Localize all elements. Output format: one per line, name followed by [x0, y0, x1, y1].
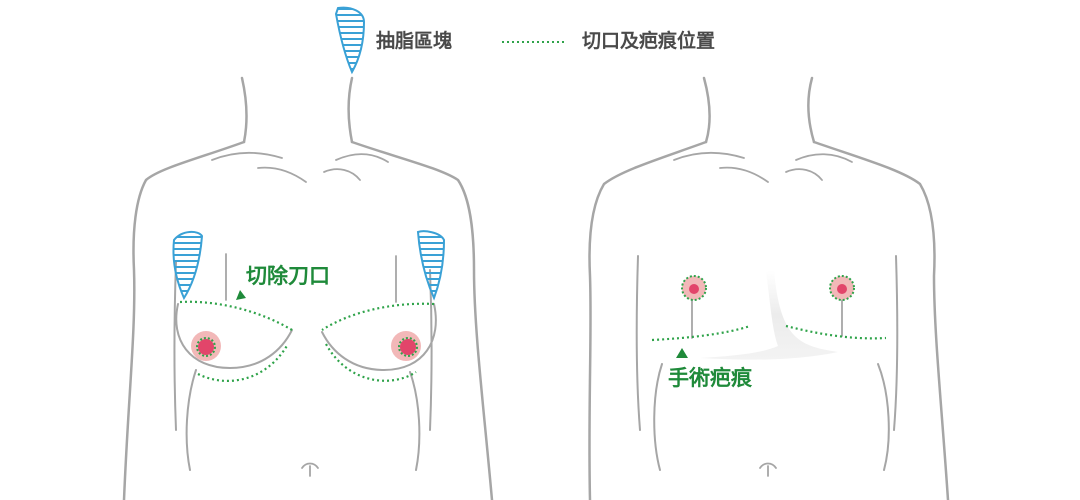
- legend: [334, 6, 566, 75]
- before-incision-label: 切除刀口: [246, 264, 330, 288]
- after-right-scar: [785, 324, 887, 340]
- before-left-liposuction-zone: [172, 230, 204, 301]
- before-incision-arrow-icon: [236, 290, 246, 300]
- after-neck-right: [807, 76, 816, 144]
- before-left-breast: [175, 303, 293, 369]
- before-right-clavicle: [335, 153, 389, 163]
- before-left-upper-incision: [179, 300, 293, 331]
- before-right-shoulder-arm: [350, 140, 494, 500]
- after-navel: [759, 462, 777, 477]
- before-right-lower-incision: [325, 343, 417, 382]
- after-right-areola-group: [829, 275, 855, 301]
- before-navel: [301, 462, 319, 477]
- after-figure: [588, 76, 950, 500]
- after-scar-arrow-icon: [676, 348, 688, 358]
- before-left-inner-arm: [173, 261, 177, 431]
- before-incisions: [179, 300, 435, 382]
- before-neck-right: [347, 76, 354, 144]
- before-right-torso: [409, 371, 421, 471]
- before-left-clavicle: [211, 152, 283, 161]
- before-left-shoulder-arm: [122, 140, 246, 500]
- after-right-nipple: [837, 284, 847, 294]
- before-right-clavicle-2: [323, 168, 361, 181]
- before-left-areola-group: [191, 331, 221, 361]
- after-left-inner-arm: [635, 255, 641, 431]
- after-left-nipple: [689, 284, 699, 294]
- before-left-nipple: [198, 339, 214, 355]
- before-right-areola-group: [391, 331, 421, 361]
- after-neck-left: [702, 76, 711, 144]
- before-right-liposuction-zone: [416, 230, 446, 301]
- before-neck-left: [240, 76, 248, 144]
- before-right-upper-incision: [321, 302, 435, 331]
- after-right-shoulder-arm: [812, 140, 950, 500]
- after-right-clavicle: [795, 153, 853, 163]
- before-right-nipple-incision: [398, 337, 418, 357]
- before-left-nipple-incision: [196, 337, 216, 357]
- before-right-breast: [321, 303, 437, 371]
- before-figure: [122, 76, 494, 500]
- after-left-scar: [651, 324, 751, 342]
- liposuction-legend-icon: [334, 6, 366, 75]
- before-left-clavicle-2: [257, 166, 307, 183]
- after-left-shoulder-arm: [588, 140, 708, 500]
- after-scars: [651, 324, 887, 342]
- legend-liposuction-label: 抽脂區塊: [376, 30, 453, 52]
- after-left-clavicle-2: [719, 166, 769, 183]
- before-right-nipple: [400, 339, 416, 355]
- after-scar-label: 手術疤痕: [668, 366, 752, 390]
- after-right-clavicle-2: [785, 168, 823, 181]
- after-right-areola-scar: [829, 275, 855, 301]
- before-left-lower-incision: [197, 343, 289, 382]
- after-sternum-shading: [700, 270, 838, 360]
- legend-incision-label: 切口及疤痕位置: [582, 30, 716, 52]
- after-right-inner-arm: [893, 255, 899, 431]
- after-left-clavicle: [673, 152, 745, 161]
- after-right-torso: [877, 363, 890, 471]
- before-left-torso: [185, 369, 197, 471]
- after-left-areola-group: [681, 275, 707, 301]
- after-left-torso: [653, 363, 663, 471]
- after-left-areola-scar: [681, 275, 707, 301]
